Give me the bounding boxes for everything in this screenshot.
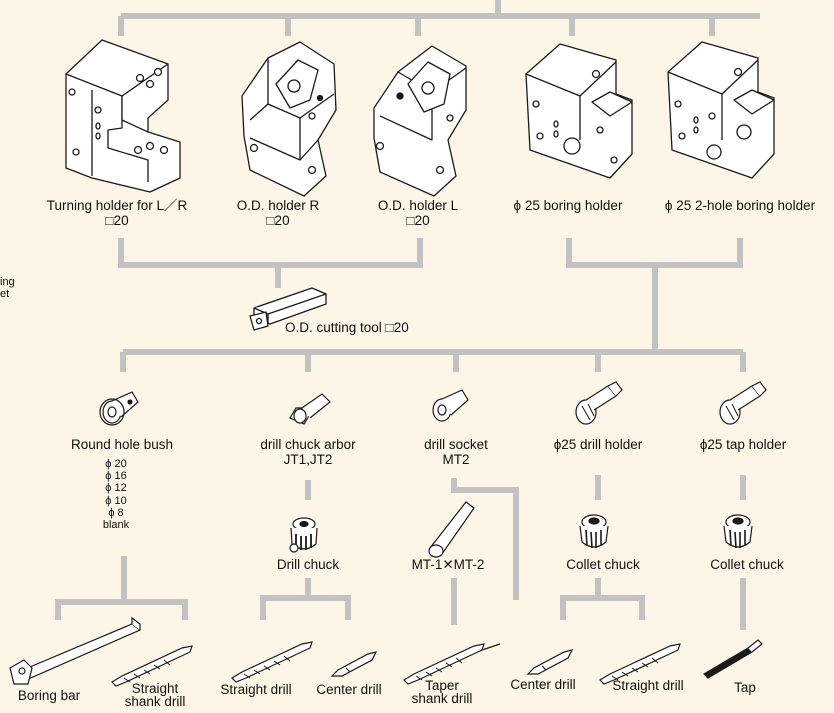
straight-drill-icon xyxy=(232,642,312,682)
bush-size-list: ϕ 20 ϕ 16 ϕ 12 ϕ 10 ϕ 8 blank xyxy=(103,458,129,531)
od-holder-r-label: O.D. holder R □20 xyxy=(237,198,320,228)
two-hole-boring-holder-icon xyxy=(668,42,774,178)
drill-chuck-arbor-icon xyxy=(290,394,330,424)
bush-size: ϕ 16 xyxy=(103,470,129,482)
drill-holder-icon xyxy=(576,382,622,424)
boring-bar-label: Boring bar xyxy=(18,688,80,703)
drill-chuck-arbor-name: drill chuck arbor xyxy=(260,437,355,452)
drill-socket-spec: MT2 xyxy=(424,452,488,467)
drill-chuck-icon xyxy=(290,518,317,552)
turning-holder-size: □20 xyxy=(47,213,188,228)
od-holder-l-label: O.D. holder L □20 xyxy=(378,198,458,228)
center-drill-label: Center drill xyxy=(316,682,381,697)
straight-shank-drill-icon xyxy=(112,646,192,686)
boring-bar-icon xyxy=(10,618,140,684)
od-holder-r-icon xyxy=(242,42,336,196)
turning-holder-name: Turning holder for L／R xyxy=(47,198,188,213)
round-hole-bush-label: Round hole bush xyxy=(71,437,173,452)
collet-chuck-label: Collet chuck xyxy=(710,557,784,572)
od-holder-l-size: □20 xyxy=(378,213,458,228)
turning-holder-label: Turning holder for L／R □20 xyxy=(47,198,188,228)
bush-size: ϕ 12 xyxy=(103,482,129,494)
drill-chuck-arbor-spec: JT1,JT2 xyxy=(260,452,355,467)
drill-chuck-label: Drill chuck xyxy=(277,557,339,572)
straight-shank-drill-label: Straight shank drill xyxy=(125,682,186,708)
boring-holder-label: ϕ 25 boring holder xyxy=(514,198,623,213)
tap-holder-label: ϕ25 tap holder xyxy=(700,437,786,452)
collet-chuck-label: Collet chuck xyxy=(566,557,640,572)
collet-chuck-icon xyxy=(580,515,608,548)
od-holder-l-name: O.D. holder L xyxy=(378,198,458,213)
boring-holder-icon xyxy=(526,44,632,178)
drill-socket-label: drill socket MT2 xyxy=(424,437,488,467)
od-holder-l-icon xyxy=(374,46,466,196)
drill-holder-label: ϕ25 drill holder xyxy=(554,437,643,452)
bush-size: ϕ 20 xyxy=(103,458,129,470)
mt-sleeve-label: MT-1✕MT-2 xyxy=(412,557,485,572)
collet-chuck-icon xyxy=(724,515,752,548)
tap-icon xyxy=(704,640,762,678)
straight-drill-label: Straight drill xyxy=(220,682,291,697)
drill-socket-icon xyxy=(433,390,468,421)
od-holder-r-size: □20 xyxy=(237,213,320,228)
edge-label-bottom: et xyxy=(0,288,9,300)
taper-shank-drill-label: Taper shank drill xyxy=(412,679,473,705)
tap-holder-icon xyxy=(720,382,766,424)
round-hole-bush-icon xyxy=(100,392,138,425)
straight-shank-drill-sub: shank drill xyxy=(125,695,186,708)
taper-shank-drill-sub: shank drill xyxy=(412,692,473,705)
two-hole-boring-holder-label: ϕ 25 2-hole boring holder xyxy=(665,198,815,213)
od-holder-r-name: O.D. holder R xyxy=(237,198,320,213)
straight-drill-label: Straight drill xyxy=(612,678,683,693)
drill-socket-name: drill socket xyxy=(424,437,488,452)
center-drill-label: Center drill xyxy=(510,677,575,692)
bush-size: blank xyxy=(103,519,129,531)
edge-label-top: ing xyxy=(0,276,15,288)
drill-chuck-arbor-label: drill chuck arbor JT1,JT2 xyxy=(260,437,355,467)
od-cutting-tool-label: O.D. cutting tool □20 xyxy=(285,320,409,335)
center-drill-icon xyxy=(528,650,572,674)
center-drill-icon xyxy=(332,652,376,676)
bush-size: ϕ 10 xyxy=(103,495,129,507)
bush-size: ϕ 8 xyxy=(103,507,129,519)
tap-label: Tap xyxy=(734,680,756,695)
turning-holder-icon xyxy=(66,40,180,192)
mt-sleeve-icon xyxy=(429,502,474,557)
